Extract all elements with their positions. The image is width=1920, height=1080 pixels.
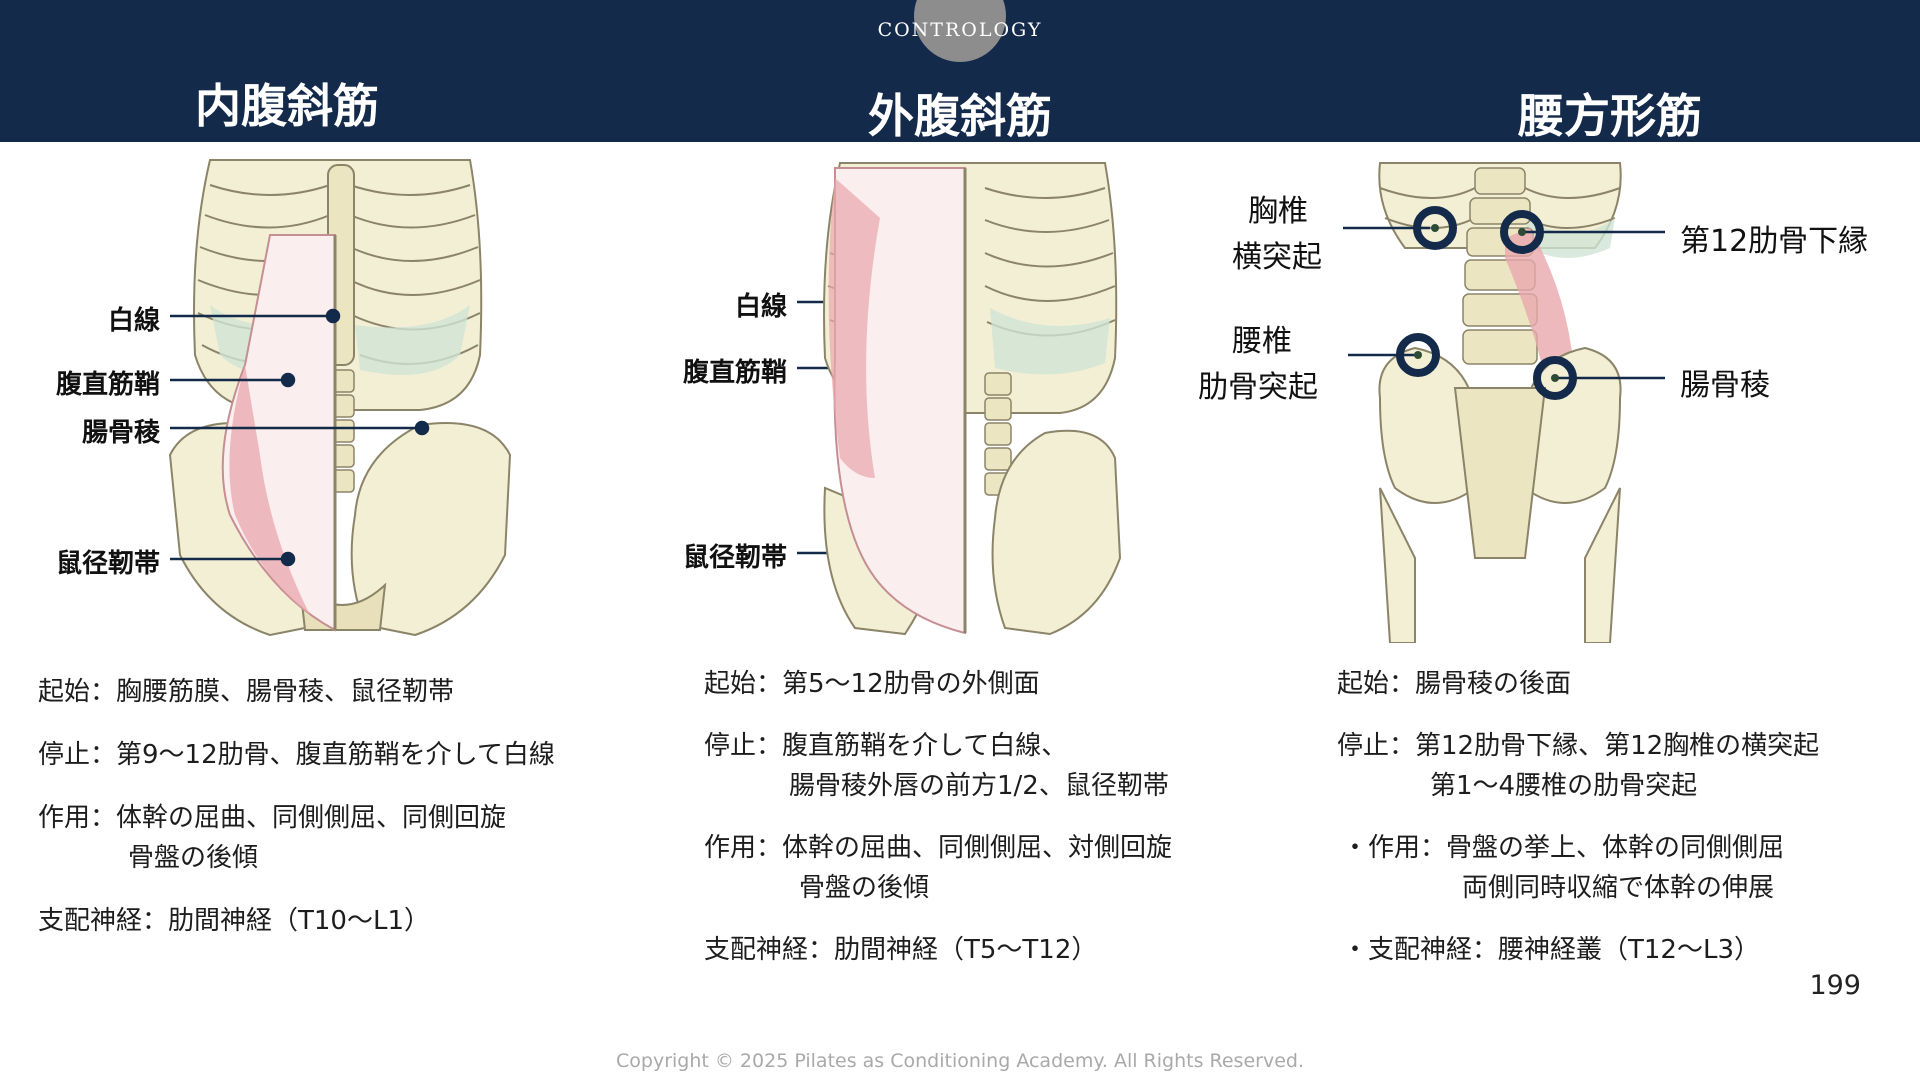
- action-text-cont: 骨盤の後傾: [799, 873, 930, 903]
- header-bar: CONTROLOGY 内腹斜筋 外腹斜筋 腰方形筋: [0, 0, 1920, 143]
- nerve-text: ・支配神経：腰神経叢（T12〜L3）: [1342, 935, 1760, 965]
- copyright-footer: Copyright © 2025 Pilates as Conditioning…: [616, 1050, 1304, 1072]
- label-thoracic-vertebra: 胸椎: [1248, 194, 1308, 229]
- origin-text: 起始：胸腰筋膜、腸骨稜、鼠径靭帯: [38, 677, 455, 707]
- page-number: 199: [1809, 970, 1861, 1001]
- nerve-text: 支配神経：肋間神経（T5〜T12）: [704, 935, 1098, 965]
- label-linea-alba-1: 白線: [107, 306, 160, 336]
- desc-quadratus-lumborum: 起始：腸骨稜の後面 停止：第12肋骨下縁、第12胸椎の横突起 第1〜4腰椎の肋骨…: [1337, 664, 1819, 970]
- title-internal-oblique: 内腹斜筋: [195, 79, 379, 133]
- action-text-cont: 骨盤の後傾: [128, 843, 259, 873]
- insertion-text: 停止：第12肋骨下縁、第12胸椎の横突起: [1337, 731, 1820, 761]
- action-text-cont: 両側同時収縮で体幹の伸展: [1462, 873, 1775, 903]
- label-iliac-crest-1: 腸骨稜: [81, 418, 160, 448]
- action-text: 作用：体幹の屈曲、同側側屈、対側回旋: [704, 833, 1173, 863]
- label-inguinal-ligament-1: 鼠径靭帯: [55, 549, 160, 579]
- insertion-text-cont: 腸骨稜外唇の前方1/2、鼠径靭帯: [789, 771, 1169, 801]
- label-iliac-crest-3: 腸骨稜: [1680, 368, 1770, 403]
- insertion-text-cont: 第1〜4腰椎の肋骨突起: [1430, 771, 1698, 801]
- label-linea-alba-2: 白線: [734, 292, 787, 322]
- label-rectus-sheath-2: 腹直筋鞘: [682, 358, 787, 388]
- internal-oblique-illustration: [168, 159, 512, 637]
- insertion-text: 停止：腹直筋鞘を介して白線、: [704, 731, 1068, 761]
- action-text: 作用：体幹の屈曲、同側側屈、同側回旋: [38, 803, 507, 833]
- action-text: ・作用：骨盤の挙上、体幹の同側側屈: [1342, 833, 1785, 863]
- label-transverse-process: 横突起: [1232, 240, 1322, 275]
- brand-logo-text: CONTROLOGY: [877, 19, 1043, 41]
- desc-external-oblique: 起始：第5〜12肋骨の外側面 停止：腹直筋鞘を介して白線、 腸骨稜外唇の前方1/…: [704, 664, 1172, 970]
- label-costal-process: 肋骨突起: [1198, 370, 1318, 405]
- quadratus-lumborum-illustration: [1378, 162, 1622, 643]
- desc-internal-oblique: 起始：胸腰筋膜、腸骨稜、鼠径靭帯 停止：第9〜12肋骨、腹直筋鞘を介して白線 作…: [38, 672, 555, 941]
- nerve-text: 支配神経：肋間神経（T10〜L1）: [38, 906, 430, 936]
- title-external-oblique: 外腹斜筋: [868, 89, 1052, 143]
- insertion-text: 停止：第9〜12肋骨、腹直筋鞘を介して白線: [38, 740, 555, 770]
- label-inguinal-ligament-2: 鼠径靭帯: [682, 543, 787, 573]
- label-rectus-sheath-1: 腹直筋鞘: [55, 370, 160, 400]
- label-lumbar-vertebra: 腰椎: [1232, 324, 1292, 359]
- external-oblique-illustration: [823, 162, 1122, 636]
- title-quadratus-lumborum: 腰方形筋: [1518, 89, 1702, 143]
- label-12th-rib-lower-border: 第12肋骨下縁: [1680, 224, 1869, 259]
- origin-text: 起始：腸骨稜の後面: [1337, 669, 1572, 699]
- origin-text: 起始：第5〜12肋骨の外側面: [704, 669, 1040, 699]
